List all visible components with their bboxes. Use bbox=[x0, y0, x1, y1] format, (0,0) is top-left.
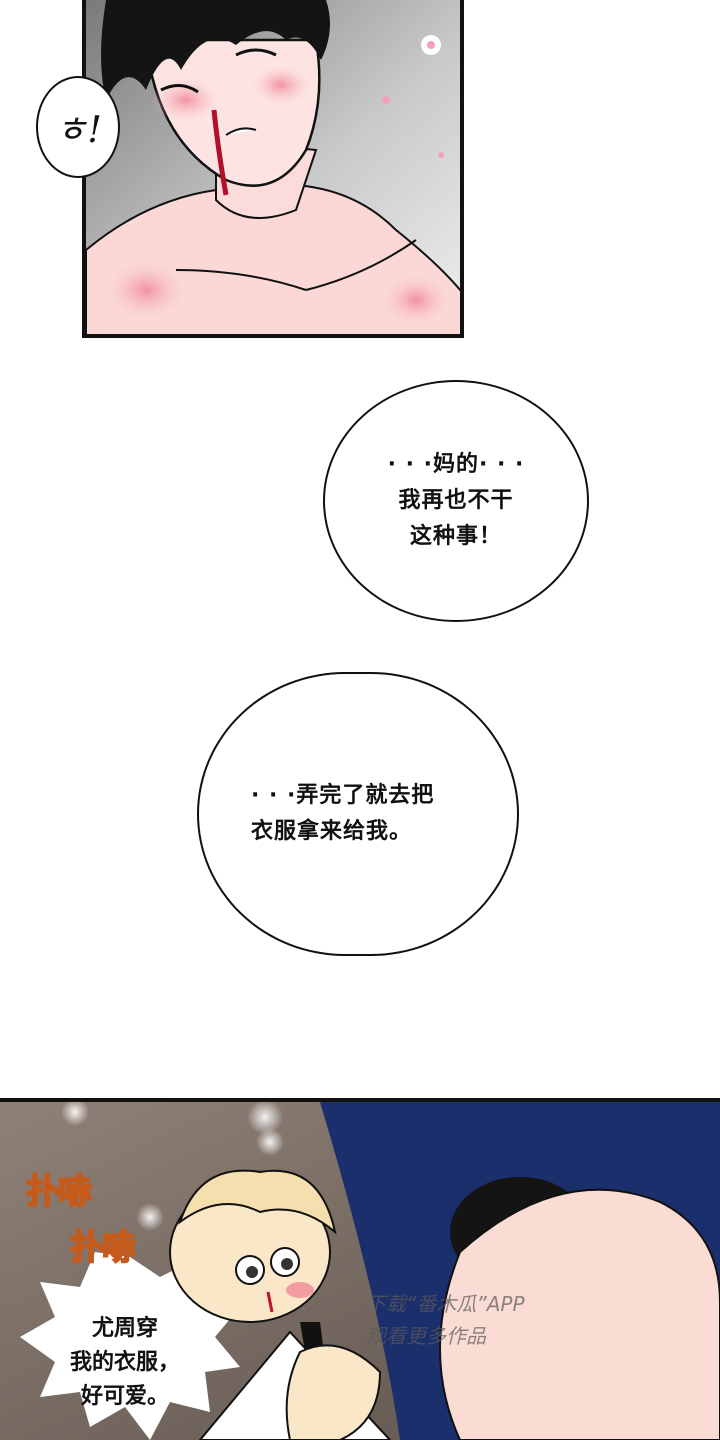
burst-line: 我的衣服， bbox=[69, 1350, 180, 1375]
panel-bottom-art bbox=[0, 1102, 720, 1440]
speech-line: 衣服拿来给我。 bbox=[251, 819, 413, 844]
burst-line: 尤周穿 bbox=[91, 1316, 158, 1341]
sfx-pop-1: 扑哧 bbox=[25, 1171, 93, 1213]
burst-line: 好可爱。 bbox=[80, 1384, 169, 1409]
sfx-pop-2: 扑哧 bbox=[69, 1227, 137, 1269]
watermark: 下载“番木瓜”APP 观看更多作品 bbox=[366, 1288, 525, 1352]
burst-text: 尤周穿 我的衣服， 好可爱。 bbox=[50, 1312, 200, 1414]
sfx-bubble: ㅎ! bbox=[36, 76, 120, 178]
speech-line: 我再也不干 bbox=[398, 488, 514, 513]
comic-panel-bottom: 扑哧 扑哧 bbox=[0, 1098, 720, 1440]
watermark-line: 观看更多作品 bbox=[366, 1324, 486, 1348]
speech-line: · · ·妈的· · · bbox=[387, 452, 525, 477]
speech-bubble-1: · · ·妈的· · · 我再也不干 这种事！ bbox=[323, 380, 589, 622]
comic-panel-top bbox=[82, 0, 464, 338]
speech-line: 这种事！ bbox=[409, 524, 502, 549]
watermark-line: 下载“番木瓜”APP bbox=[366, 1292, 525, 1316]
speech-bubble-2: · · ·弄完了就去把 衣服拿来给我。 bbox=[197, 672, 519, 956]
speech-line: · · ·弄完了就去把 bbox=[251, 783, 435, 808]
panel-top-art bbox=[86, 0, 460, 334]
sfx-text: ㅎ! bbox=[54, 110, 102, 151]
